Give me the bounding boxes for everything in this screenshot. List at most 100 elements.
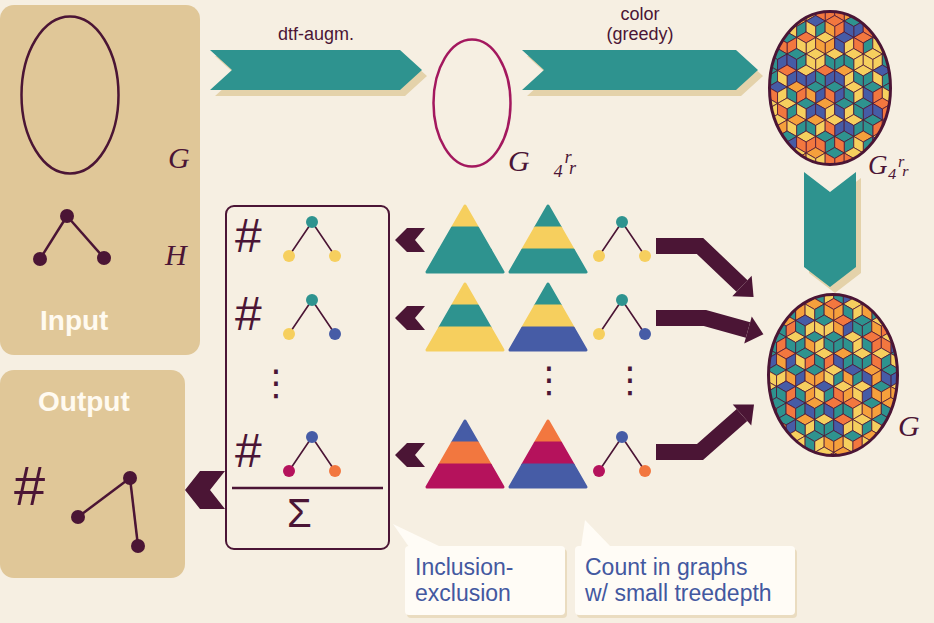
tile [758, 170, 768, 187]
colored-graph-outline [768, 10, 892, 166]
tile [748, 398, 767, 409]
tile [758, 137, 768, 154]
count-row [283, 284, 651, 350]
tile [786, 453, 796, 470]
tile [872, 271, 882, 288]
graph-name: G [168, 143, 190, 173]
tile [748, 321, 758, 338]
tile [862, 453, 872, 470]
tile [739, 71, 749, 88]
tile [748, 403, 758, 420]
tree-vertex [616, 294, 628, 306]
tile [758, 131, 777, 142]
tile [892, 0, 911, 10]
tile [900, 370, 910, 387]
arrow-band [656, 318, 748, 330]
tile [796, 453, 806, 470]
tile [739, 104, 749, 121]
graph-edge [67, 216, 104, 258]
tile [748, 304, 758, 321]
tile [900, 365, 919, 376]
callout-pointer-shape [393, 524, 441, 547]
tile [891, 447, 910, 458]
treedepth-band [452, 284, 477, 306]
tile [777, 282, 796, 293]
bent-arrow [656, 404, 754, 452]
treedepth-band [510, 328, 586, 350]
panel-ground [0, 370, 185, 578]
tile [900, 398, 919, 409]
tile [786, 266, 805, 277]
tile [797, 170, 807, 187]
tile [758, 0, 768, 5]
bent-arrow [656, 246, 754, 297]
tile [901, 71, 911, 88]
tile [882, 16, 901, 27]
tile [778, 0, 797, 10]
tile [882, 5, 892, 22]
treedepth-band [452, 421, 477, 443]
tile [749, 82, 768, 93]
tile [900, 266, 919, 277]
tree-vertex [306, 216, 318, 228]
tile [881, 271, 891, 288]
tile [892, 137, 902, 154]
ellipsis: ⋮ [258, 365, 294, 401]
tile [892, 0, 902, 5]
tile [901, 104, 911, 121]
graph-ellipse: G⃗₄ʳᵣ [432, 38, 512, 168]
tile [900, 299, 919, 310]
tile [767, 321, 777, 338]
tile [843, 464, 862, 475]
tile [758, 32, 777, 43]
tile [863, 0, 873, 5]
tile [739, 5, 749, 22]
tiling [739, 0, 920, 186]
tile [738, 321, 748, 338]
tile [881, 266, 900, 277]
tile [863, 5, 873, 22]
tile [748, 453, 758, 470]
tile [862, 288, 872, 305]
tile [816, 153, 826, 170]
tile [758, 153, 768, 170]
panel-title: Output [38, 388, 130, 416]
tile [749, 115, 768, 126]
tile [911, 153, 921, 170]
tile [739, 164, 758, 175]
tile [749, 0, 759, 5]
tile [900, 332, 919, 343]
tile [892, 32, 911, 43]
graph-edge [40, 216, 67, 259]
tile [748, 469, 758, 486]
tile [892, 71, 902, 88]
graph-name: G [898, 411, 920, 441]
tile [767, 304, 777, 321]
graph-outline [770, 12, 891, 165]
tile [758, 21, 768, 38]
tile [901, 82, 920, 93]
tile [786, 288, 796, 305]
tile [757, 315, 776, 326]
tile [901, 87, 911, 104]
tree-vertex [616, 216, 628, 228]
tile [739, 0, 758, 10]
arrow-head [744, 317, 763, 344]
tile [767, 266, 786, 277]
treedepth-band [440, 306, 491, 328]
tile [758, 71, 768, 88]
graph-vertex [123, 471, 137, 485]
tile [882, 137, 892, 154]
small-arrow [395, 306, 425, 330]
tile [738, 414, 757, 425]
tile [900, 464, 919, 475]
tile [901, 49, 920, 60]
treedepth-band [452, 206, 477, 228]
tile [757, 288, 767, 305]
arrow-band [656, 415, 742, 452]
tile [853, 282, 872, 293]
tile [778, 170, 788, 187]
tile [825, 0, 835, 5]
colored-graph: G₄ʳᵣ [768, 10, 892, 166]
tile [739, 137, 749, 154]
